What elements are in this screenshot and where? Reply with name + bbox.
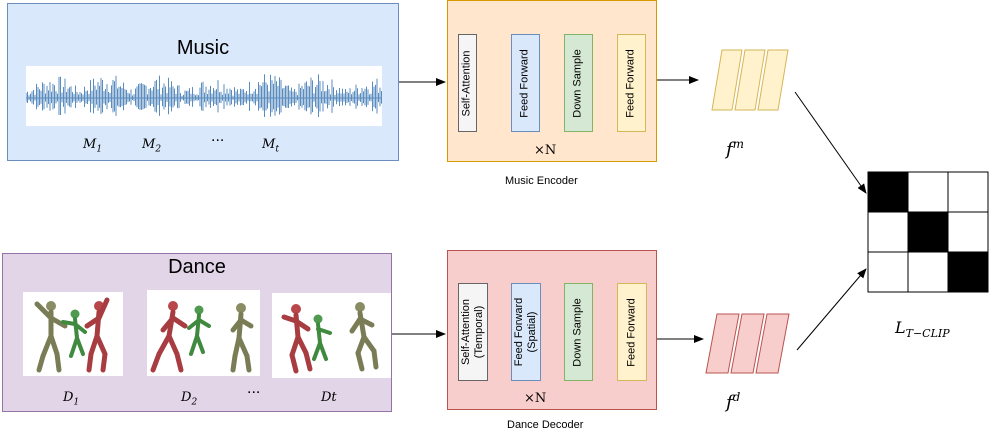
dancer-figure-red — [150, 301, 188, 373]
decoder-layer-feed-forward: Feed Forward — [617, 283, 647, 381]
segment-label-m2: M2 — [142, 137, 162, 155]
frame-label-d2: D2 — [181, 390, 198, 408]
dance-frame-1 — [23, 292, 123, 376]
matrix-cell — [907, 171, 949, 213]
dance-decoder-caption: Dance Decoder — [507, 419, 584, 431]
matrix-cell — [907, 211, 949, 253]
music-ellipsis: ... — [211, 128, 225, 145]
matrix-cell — [947, 251, 989, 293]
dance-feature-label: fd — [726, 390, 741, 413]
decoder-layer-self-attention-temporal: Self-Attention (Temporal) — [458, 283, 488, 381]
matrix-cell — [867, 211, 909, 253]
dancer-figure-red — [84, 297, 110, 373]
encoder-layer-feed-forward-2: Feed Forward — [617, 34, 646, 132]
frame-label-d1: D1 — [63, 390, 80, 408]
dancer-figure-olive — [34, 301, 68, 373]
matrix-cell — [867, 251, 909, 293]
music-waveform — [25, 66, 382, 126]
decoder-layer-feed-forward-spatial: Feed Forward (Spatial) — [511, 283, 541, 381]
matrix-cell — [867, 171, 909, 213]
dance-input-panel: Dance — [2, 253, 392, 412]
dancer-figure-olive — [349, 302, 379, 372]
matrix-cell — [947, 211, 989, 253]
segment-label-mt: Mt — [262, 137, 279, 155]
dancer-figure-green — [312, 314, 332, 361]
loss-label: LT−CLIP — [895, 318, 950, 341]
encoder-layer-feed-forward-1: Feed Forward — [511, 34, 540, 132]
dancer-figure-olive — [230, 303, 254, 373]
segment-label-m1: M1 — [83, 137, 103, 155]
frame-label-dt: Dt — [321, 390, 337, 405]
dance-decoder-block: Self-Attention (Temporal) Feed Forward (… — [447, 250, 657, 410]
encoder-repeat-label: ×N — [534, 143, 557, 158]
decoder-layer-down-sample: Down Sample — [564, 283, 593, 381]
music-feature-label: fm — [726, 137, 745, 160]
encoder-layer-self-attention: Self-Attention — [458, 34, 477, 132]
music-input-panel: Music M1 M2 ... Mt — [7, 3, 399, 161]
decoder-repeat-label: ×N — [524, 391, 547, 406]
arrow-music-feature-to-loss — [794, 91, 867, 194]
music-title: Music — [176, 37, 230, 59]
waveform-graphic — [25, 74, 382, 117]
matrix-cell — [907, 251, 949, 293]
similarity-matrix — [867, 171, 989, 293]
dancer-figure-red — [281, 304, 313, 374]
encoder-layer-down-sample: Down Sample — [564, 34, 593, 132]
dance-feature-tokens — [705, 313, 790, 374]
dance-title: Dance — [168, 256, 226, 278]
music-encoder-block: Self-Attention Feed Forward Down Sample … — [447, 0, 657, 162]
dance-frame-t — [272, 293, 391, 378]
dance-frame-2 — [147, 290, 260, 376]
music-encoder-caption: Music Encoder — [505, 175, 578, 187]
dance-ellipsis: ... — [247, 380, 261, 397]
dancer-figure-green — [61, 309, 87, 358]
music-feature-tokens — [711, 49, 789, 111]
dancer-figure-green — [187, 305, 211, 356]
matrix-cell — [947, 171, 989, 213]
arrow-dance-feature-to-loss — [796, 268, 867, 351]
